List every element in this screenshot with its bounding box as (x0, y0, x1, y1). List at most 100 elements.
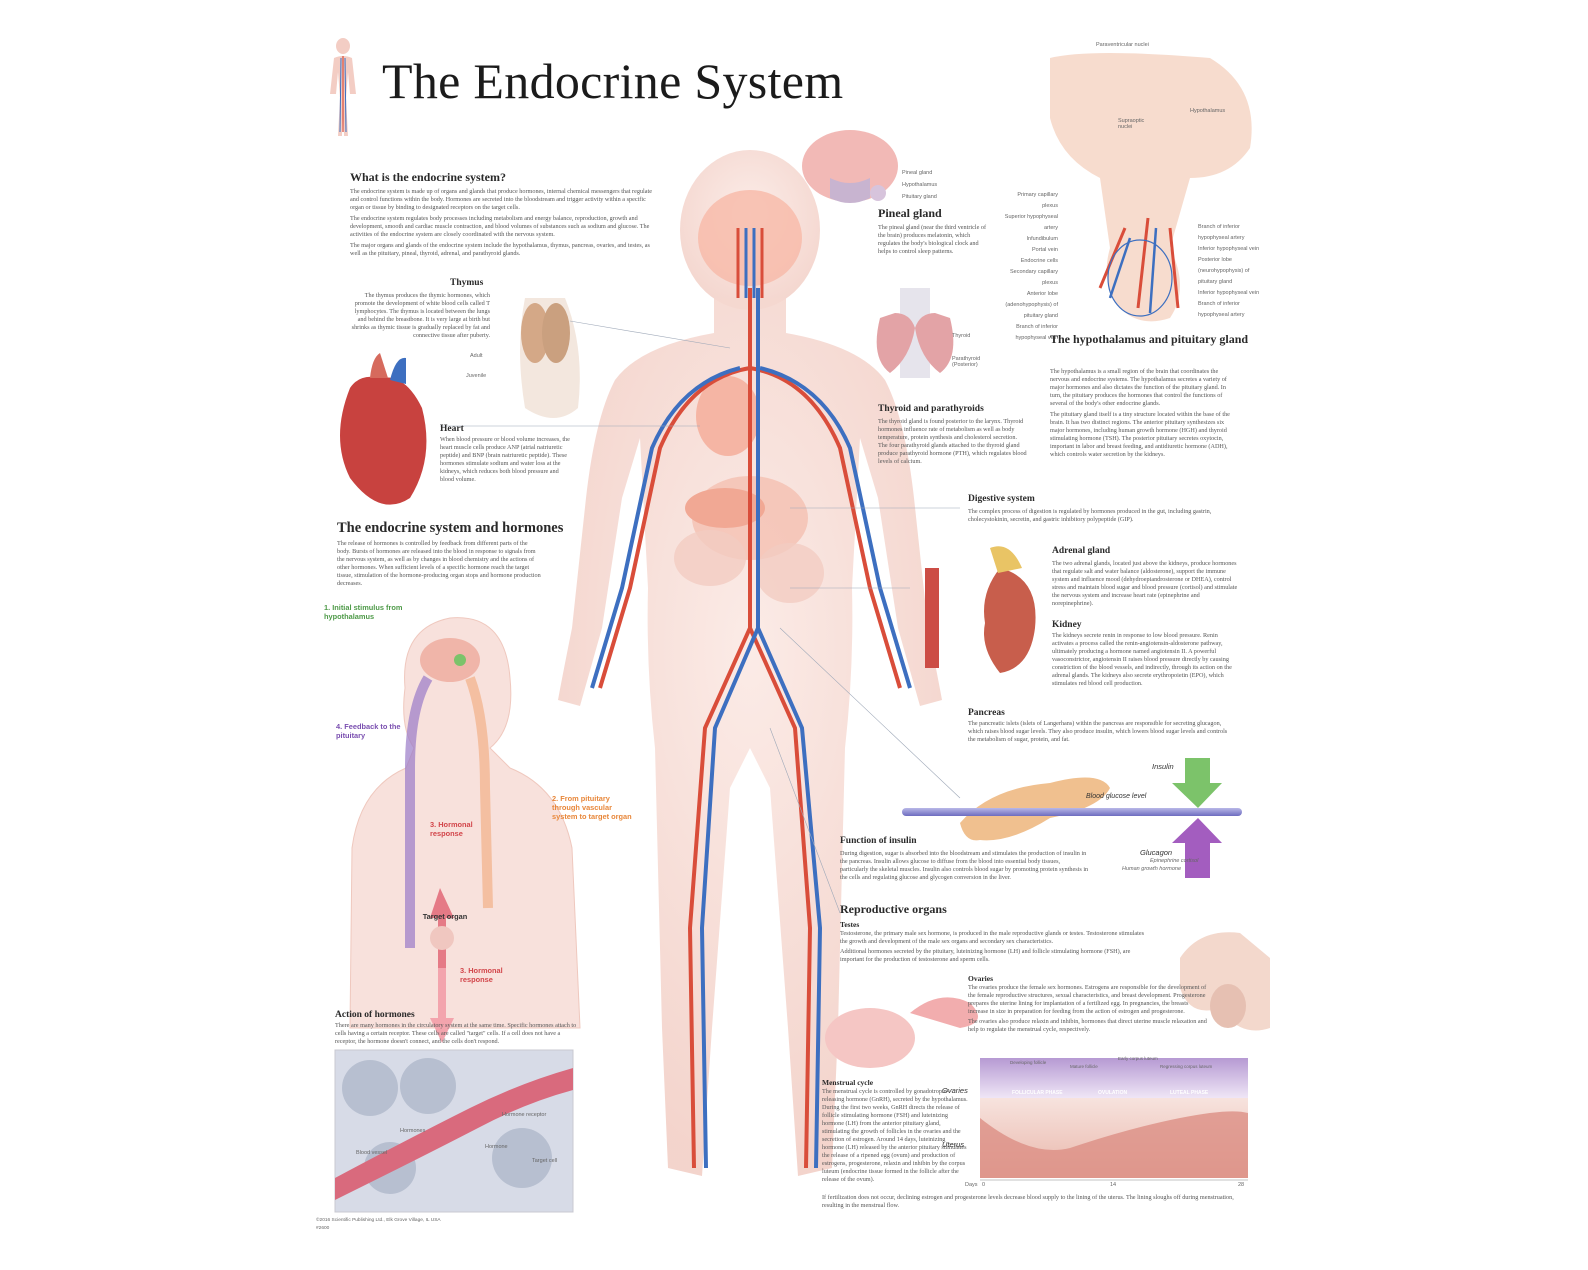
action-text: There are many hormones in the circulato… (335, 1022, 577, 1045)
body-figure (558, 150, 942, 1176)
hypo-label-top3: Hypothalamus (1190, 108, 1226, 114)
copyright-number: #2600 (316, 1226, 330, 1231)
step-3a-label: 3. Hormonal response (430, 820, 473, 838)
thyroid-label-1: Thyroid (952, 333, 971, 339)
ovary-illustration (825, 997, 978, 1068)
what-paragraph-1: The endocrine system is made up of organ… (350, 188, 652, 211)
heart-text: When blood pressure or blood volume incr… (440, 436, 570, 483)
menstrual-note: If fertilization does not occur, declini… (822, 1194, 1234, 1209)
digestive-heading: Digestive system (968, 494, 1035, 504)
glucagon-label: Glucagon (1140, 848, 1173, 857)
what-paragraph-2: The endocrine system regulates body proc… (350, 215, 650, 238)
hypo-text-2: The pituitary gland itself is a tiny str… (1050, 411, 1230, 458)
pineal-illustration (802, 130, 898, 203)
title-figure-icon (330, 38, 356, 136)
hypothalamus-pituitary-illustration (1050, 53, 1252, 322)
thyroid-label-2: Parathyroid (Posterior) (952, 356, 981, 368)
thyroid-illustration (876, 288, 954, 378)
kidney-illustration (925, 546, 1036, 673)
step-3b-label: 3. Hormonal response (460, 966, 503, 984)
thymus-heading: Thymus (450, 278, 484, 288)
pancreas-heading: Pancreas (968, 708, 1005, 718)
heart-heading: Heart (440, 424, 464, 434)
stage-3-label: Early corpus luteum (1118, 1056, 1158, 1061)
hypo-label-left-1: Primary capillary plexus (1017, 192, 1058, 209)
phase-3-label: LUTEAL PHASE (1170, 1090, 1209, 1096)
thymus-label-adult: Adult (470, 353, 483, 359)
pancreas-text: The pancreatic islets (islets of Langerh… (968, 720, 1228, 743)
ovaries-heading: Ovaries (968, 974, 993, 983)
heart-illustration (340, 353, 427, 505)
thymus-label-juvenile: Juvenile (466, 373, 487, 379)
hypo-label-left-6: Secondary capillary plexus (1010, 269, 1058, 286)
action-label-vessel: Blood vessel (356, 1150, 388, 1156)
leader-lines (440, 320, 961, 914)
glucose-label: Blood glucose level (1086, 793, 1147, 800)
ovaries-text-block: The ovaries produce the female sex hormo… (968, 984, 1208, 1034)
phase-2-label: OVULATION (1098, 1090, 1128, 1096)
adrenal-heading: Adrenal gland (1052, 546, 1111, 556)
testes-text-1: Testosterone, the primary male sex hormo… (840, 930, 1145, 945)
feedback-figure (349, 617, 581, 1043)
action-label-receptor: Hormone receptor (502, 1112, 547, 1118)
page-title: The Endocrine System (382, 53, 844, 109)
hypo-labels-left: Primary capillary plexus Superior hypoph… (1002, 190, 1058, 344)
action-label-hormone: Hormone (485, 1144, 508, 1150)
stage-1-label: Developing follicle (1010, 1060, 1047, 1065)
day-28-label: 28 (1238, 1182, 1245, 1188)
action-heading: Action of hormones (335, 1010, 415, 1020)
hypo-label-top1: Paraventricular nuclei (1096, 42, 1149, 48)
action-of-hormones-illustration (334, 1049, 574, 1213)
testes-text-2: Additional hormones secreted by the pitu… (840, 948, 1131, 963)
testes-illustration (1180, 932, 1270, 1031)
menstrual-text: The menstrual cycle is controlled by gon… (822, 1088, 968, 1183)
hypo-label-right-4: Inferior hypophyseal vein (1198, 290, 1260, 296)
what-text-block: The endocrine system is made up of organ… (350, 188, 652, 258)
stage-2-label: Mature follicle (1070, 1064, 1098, 1069)
glucagon-sub-2: Human growth hormone (1122, 866, 1182, 872)
phase-1-label: FOLLICULAR PHASE (1012, 1090, 1063, 1096)
hormones-heading: The endocrine system and hormones (337, 520, 564, 536)
insulin-label: Insulin (1152, 762, 1174, 771)
hypo-label-left-4: Portal vein (1032, 247, 1058, 253)
endocrine-poster: The Endocrine System What is the endocri… (310, 28, 1278, 1260)
hypo-labels-right: Branch of inferior hypophyseal artery In… (1198, 222, 1262, 321)
blood-glucose-bar (902, 758, 1242, 878)
pineal-label-1: Pineal gland (902, 170, 933, 176)
testes-heading: Testes (840, 920, 860, 929)
pineal-text: The pineal gland (near the third ventric… (878, 224, 987, 255)
hypo-label-right-5: Branch of inferior hypophyseal artery (1198, 301, 1245, 318)
target-organ-label: Target organ (422, 912, 468, 921)
hypo-label-right-3: Posterior lobe (neurohypophysis) of pitu… (1198, 257, 1250, 285)
repro-heading: Reproductive organs (840, 902, 947, 916)
uterus-row-label: Uterus (942, 1140, 965, 1149)
hypo-text-1: The hypothalamus is a small region of th… (1050, 368, 1227, 407)
thymus-text: The thymus produces the thymic hormones,… (351, 292, 490, 339)
action-label-hormones: Hormones (400, 1128, 426, 1134)
pineal-heading: Pineal gland (878, 206, 942, 220)
insulin-heading: Function of insulin (840, 836, 917, 846)
ovaries-text-1: The ovaries produce the female sex hormo… (968, 984, 1207, 1015)
action-label-target: Target cell (532, 1158, 558, 1164)
days-label: Days (965, 1182, 978, 1188)
step-4-label: 4. Feedback to the pituitary (336, 722, 401, 740)
hypo-label-left-5: Endocrine cells (1020, 258, 1058, 264)
what-heading: What is the endocrine system? (350, 170, 506, 184)
kidney-heading: Kidney (1052, 620, 1082, 630)
hypo-heading: The hypothalamus and pituitary gland (1050, 332, 1249, 346)
menstrual-heading: Menstrual cycle (822, 1078, 874, 1087)
hypo-label-right-1: Branch of inferior hypophyseal artery (1198, 224, 1245, 241)
adrenal-text: The two adrenal glands, located just abo… (1052, 560, 1238, 607)
ovaries-text-2: The ovaries also produce relaxin and inh… (968, 1018, 1207, 1033)
step-2-label: 2. From pituitary through vascular syste… (552, 794, 632, 821)
artwork-layer (330, 38, 1270, 1213)
digestive-text: The complex process of digestion is regu… (968, 508, 1212, 523)
hypo-label-left-7: Anterior lobe (adenohypophysis) of pitui… (1005, 291, 1058, 319)
testes-text-block: Testosterone, the primary male sex hormo… (840, 930, 1150, 964)
ovaries-row-label: Ovaries (942, 1086, 968, 1095)
hypo-label-right-2: Inferior hypophyseal vein (1198, 246, 1260, 252)
copyright-line: ©2016 Scientific Publishing Ltd., Elk Gr… (316, 1218, 441, 1223)
glucagon-sub-1: Epinephrine cortisol (1150, 858, 1199, 864)
day-0-label: 0 (982, 1182, 986, 1188)
hypo-label-left-8: Branch of inferior hypophyseal vein (1015, 324, 1058, 341)
